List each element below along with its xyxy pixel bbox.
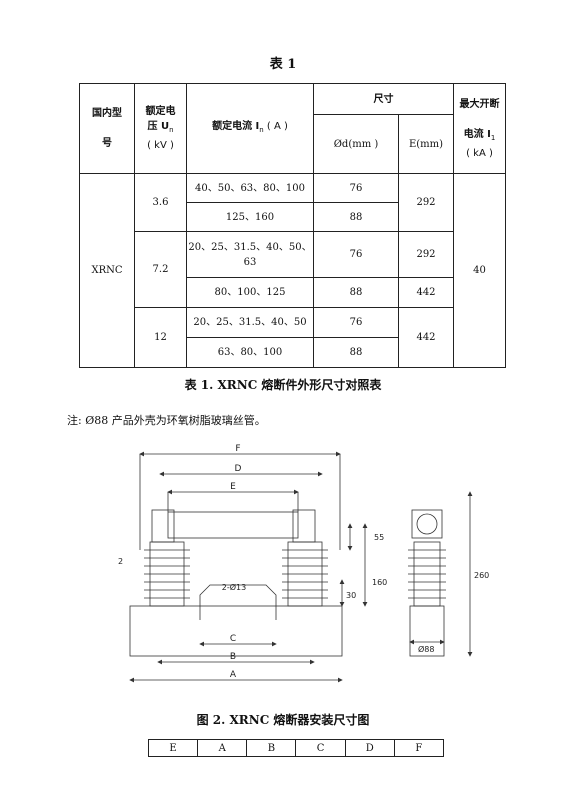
key-cell: A <box>197 739 248 757</box>
note-text: 注: Ø88 产品外壳为环氧树脂玻璃丝管。 <box>67 414 266 427</box>
header-model: 国内型号 <box>79 83 135 174</box>
voltage-cell: 12 <box>134 307 187 368</box>
fuse-dimension-table: 国内型号 额定电压 Un( kV ) 额定电流 In ( A ) 尺寸 最大开断… <box>79 83 506 368</box>
length-cell: 442 <box>398 307 454 368</box>
breaking-cell: 40 <box>453 173 506 368</box>
diameter-cell: 88 <box>313 202 399 232</box>
key-cell: B <box>246 739 297 757</box>
fuse-tube <box>167 511 299 539</box>
dimension-key-table: E A B C D F <box>147 739 445 757</box>
model-cell: XRNC <box>79 173 135 368</box>
right-insulator <box>282 541 328 607</box>
current-cell: 40、50、63、80、100 <box>186 173 314 203</box>
length-cell: 292 <box>398 231 454 278</box>
header-length: E(mm) <box>398 114 454 174</box>
length-cell: 292 <box>398 173 454 232</box>
header-size: 尺寸 <box>313 83 454 115</box>
installation-drawing: F D E 2-Ø13 C B A 55 160 30 2 260 Ø88 <box>118 444 489 683</box>
dim-B-label: B <box>230 652 236 662</box>
current-cell: 80、100、125 <box>186 277 314 308</box>
base-plate <box>129 605 343 657</box>
header-voltage: 额定电压 Un( kV ) <box>134 83 187 174</box>
voltage-cell: 3.6 <box>134 173 187 232</box>
dim-30-label: 30 <box>346 591 356 600</box>
table1-title: 表 1 <box>269 57 297 72</box>
diameter-cell: 76 <box>313 173 399 203</box>
current-cell: 20、25、31.5、40、50 <box>186 307 314 338</box>
dim-A-label: A <box>230 670 237 680</box>
diameter-cell: 88 <box>313 337 399 368</box>
key-cell: D <box>344 739 395 757</box>
dia-88-label: Ø88 <box>418 644 434 654</box>
dim-2-label: 2 <box>118 557 123 566</box>
diameter-cell: 88 <box>313 277 399 308</box>
mounting-bracket <box>199 584 277 620</box>
header-diameter: Ød(mm ) <box>313 114 399 174</box>
key-cell: E <box>147 739 199 757</box>
dim-260-label: 260 <box>474 571 489 580</box>
side-view <box>408 509 446 657</box>
length-cell: 442 <box>398 277 454 308</box>
diameter-cell: 76 <box>313 231 399 278</box>
current-cell: 63、80、100 <box>186 337 314 368</box>
dim-F-label: F <box>235 444 240 454</box>
voltage-cell: 7.2 <box>134 231 187 308</box>
dim-C-label: C <box>230 634 236 644</box>
left-contact <box>151 509 175 543</box>
current-cell: 20、25、31.5、40、50、63 <box>186 231 314 278</box>
dim-D-label: D <box>235 464 242 474</box>
figure2-caption: 图 2. XRNC 熔断器安装尺寸图 <box>196 713 370 727</box>
right-contact <box>292 509 316 543</box>
current-cell: 125、160 <box>186 202 314 232</box>
key-cell: F <box>393 739 445 757</box>
hole-label: 2-Ø13 <box>222 582 246 592</box>
key-cell: C <box>295 739 346 757</box>
header-breaking: 最大开断电流 I1( kA ) <box>453 83 506 174</box>
left-insulator <box>144 541 190 607</box>
dim-E-label: E <box>230 482 236 492</box>
diameter-cell: 76 <box>313 307 399 338</box>
dim-55-label: 55 <box>374 533 384 542</box>
table1-caption: 表 1. XRNC 熔断件外形尺寸对照表 <box>184 378 382 392</box>
dim-160-label: 160 <box>372 578 387 587</box>
header-current: 额定电流 In ( A ) <box>186 83 314 174</box>
